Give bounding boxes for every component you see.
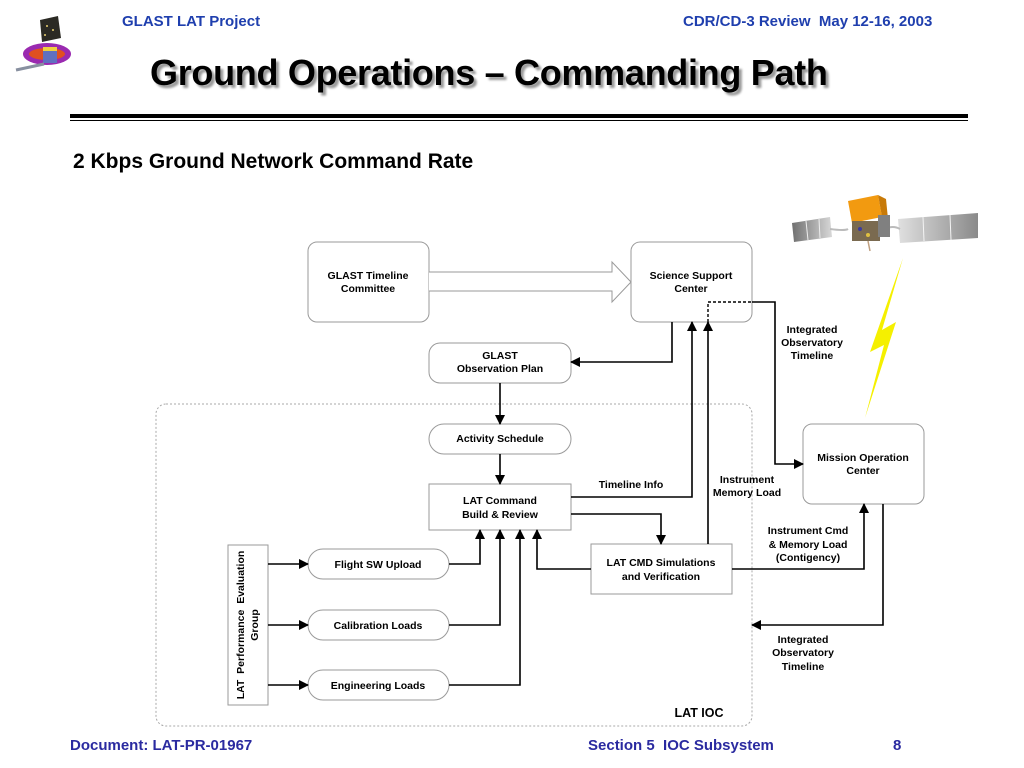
node-performance-group xyxy=(227,544,269,706)
label-instrument-cmd-1: Instrument Cmd xyxy=(768,525,849,537)
edge-ssc-dotted xyxy=(707,301,752,322)
text-timeline-committee-1: GLAST Timeline xyxy=(328,270,409,282)
edge-moc-to-ioc xyxy=(751,504,884,630)
satellite-icon xyxy=(790,185,980,255)
text-calibration: Calibration Loads xyxy=(334,620,423,632)
footer-document: Document: LAT-PR-01967 xyxy=(70,737,253,754)
label-lat-ioc: LAT IOC xyxy=(674,706,723,720)
text-build-2: Build & Review xyxy=(462,509,539,521)
text-perf-group-1: LAT Performance Evaluation xyxy=(235,551,247,700)
node-cmd-build-review xyxy=(428,483,572,531)
edge-engineering-to-build xyxy=(449,529,525,686)
text-ssc-2: Center xyxy=(674,283,707,295)
title-divider xyxy=(70,114,968,118)
label-instrument-memory-1: Instrument xyxy=(720,474,775,486)
label-iot-top-2: Observatory xyxy=(781,337,843,349)
glast-logo-icon xyxy=(14,14,76,84)
text-sim-1: LAT CMD Simulations xyxy=(607,557,716,569)
lightning-bolt-icon xyxy=(865,258,903,418)
label-instrument-memory-2: Memory Load xyxy=(713,487,781,499)
page-title: Ground Operations – Commanding Path xyxy=(150,52,828,93)
footer-page-number: 8 xyxy=(893,737,902,754)
edge-build-to-sim xyxy=(571,513,666,545)
block-arrow xyxy=(429,260,632,304)
node-mission-operation-center xyxy=(802,423,925,505)
edge-flightsw-to-build xyxy=(449,529,485,565)
text-activity-schedule: Activity Schedule xyxy=(456,433,544,445)
label-timeline-info: Timeline Info xyxy=(599,479,664,491)
label-iot-bottom-3: Timeline xyxy=(782,661,825,673)
edge-build-to-ssc-timeline xyxy=(571,321,697,498)
label-instrument-cmd-3: (Contigency) xyxy=(776,552,840,564)
text-engineering: Engineering Loads xyxy=(331,680,426,692)
title-divider-thin xyxy=(70,120,968,121)
node-cmd-simulations xyxy=(590,543,733,595)
edge-sim-to-build xyxy=(532,529,591,570)
text-sim-2: and Verification xyxy=(622,571,700,583)
label-iot-top-1: Integrated xyxy=(787,324,838,336)
text-timeline-committee-2: Committee xyxy=(341,283,395,295)
text-moc-1: Mission Operation xyxy=(817,452,909,464)
edge-calibration-to-build xyxy=(449,529,505,626)
footer-section: Section 5 IOC Subsystem xyxy=(588,737,774,754)
text-obsplan-1: GLAST xyxy=(482,350,518,362)
label-iot-top-3: Timeline xyxy=(791,350,834,362)
project-name: GLAST LAT Project xyxy=(122,13,261,30)
text-build-1: LAT Command xyxy=(463,495,537,507)
text-ssc-1: Science Support xyxy=(650,270,733,282)
label-instrument-cmd-2: & Memory Load xyxy=(769,539,848,551)
text-moc-2: Center xyxy=(846,465,879,477)
label-iot-bottom-1: Integrated xyxy=(778,634,829,646)
edge-sim-to-moc xyxy=(732,503,869,570)
edge-ssc-to-obsplan xyxy=(570,322,673,367)
node-science-support-center xyxy=(630,241,753,323)
edge-ssc-to-moc xyxy=(752,301,804,469)
label-iot-bottom-2: Observatory xyxy=(772,647,834,659)
review-date: CDR/CD-3 Review May 12-16, 2003 xyxy=(683,13,933,30)
text-flight-sw: Flight SW Upload xyxy=(335,559,422,571)
node-timeline-committee xyxy=(307,241,430,323)
text-perf-group-2: Group xyxy=(249,609,261,641)
lat-ioc-region xyxy=(155,403,753,727)
text-obsplan-2: Observation Plan xyxy=(457,363,543,375)
subtitle: 2 Kbps Ground Network Command Rate xyxy=(73,150,474,173)
